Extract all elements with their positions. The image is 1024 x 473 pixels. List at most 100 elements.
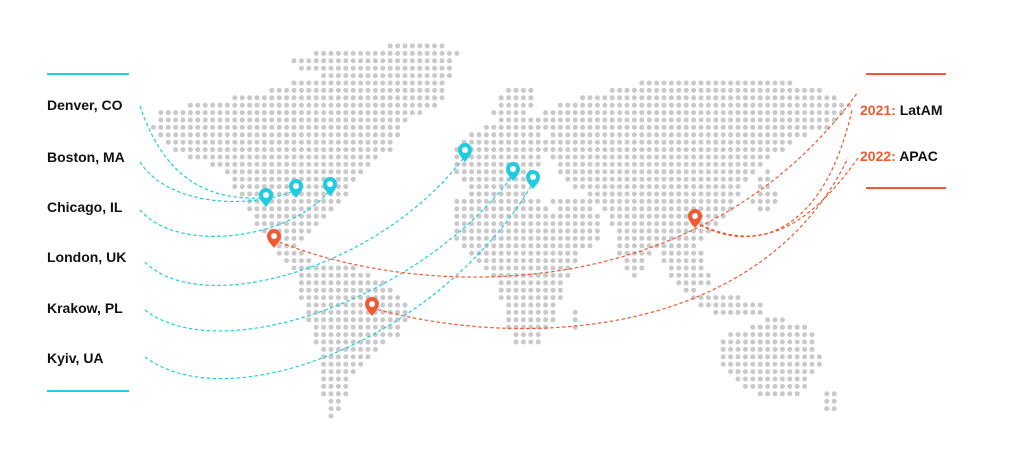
map-dot [328,361,334,367]
map-dot [328,280,334,286]
map-dot [661,117,667,123]
map-dot [335,65,341,71]
map-dot [698,161,704,167]
map-dot [602,154,608,160]
map-dot [402,87,408,93]
map-dot [372,346,378,352]
map-dot [528,124,534,130]
map-dot [691,87,697,93]
map-dot [750,324,756,330]
map-dot [787,332,793,338]
map-dot [698,176,704,182]
map-dot [358,95,364,101]
map-dot [291,132,297,138]
map-dot [520,243,526,249]
map-dot [328,147,334,153]
map-dot [491,132,497,138]
map-dot [284,221,290,227]
map-dot [269,110,275,116]
map-dot [276,169,282,175]
route-lines [139,91,859,380]
map-dot [720,198,726,204]
map-dot [565,272,571,278]
map-dot [261,184,267,190]
map-dot [335,376,341,382]
map-dot [683,169,689,175]
map-dot [335,117,341,123]
map-dot [298,124,304,130]
map-dot [476,132,482,138]
map-dot [306,258,312,264]
map-dot [520,117,526,123]
map-dot [602,191,608,197]
map-dot [779,369,785,375]
map-dot [639,132,645,138]
map-dot [691,161,697,167]
map-dot [476,191,482,197]
map-dot [787,87,793,93]
map-dot [513,213,519,219]
map-dot [587,243,593,249]
map-dot [794,95,800,101]
map-dot [187,132,193,138]
route-apac-2 [694,157,859,237]
map-dot [520,176,526,182]
map-dot [735,191,741,197]
map-dot [572,309,578,315]
map-dot [306,280,312,286]
map-dot [757,154,763,160]
map-dot [816,87,822,93]
map-dot [765,95,771,101]
map-dot [594,198,600,204]
map-dot [217,154,223,160]
map-dot [335,265,341,271]
map-dot [802,346,808,352]
map-dot [728,184,734,190]
map-dot [617,110,623,116]
map-dot [772,110,778,116]
map-dot [735,147,741,153]
map-dot [358,102,364,108]
map-dot [298,169,304,175]
map-dot [313,206,319,212]
map-dot [417,80,423,86]
map-dot [735,295,741,301]
map-dot [676,87,682,93]
map-dot [432,65,438,71]
map-dot [372,339,378,345]
map-dot [454,169,460,175]
map-dot [350,317,356,323]
map-dot [513,309,519,315]
map-dot [358,317,364,323]
map-dot [654,132,660,138]
map-dot [580,169,586,175]
map-dot [809,117,815,123]
map-dot [705,272,711,278]
map-dot [543,206,549,212]
map-dot [328,317,334,323]
map-dot [483,250,489,256]
map-dot [395,302,401,308]
map-dot [276,117,282,123]
map-dot [735,87,741,93]
map-dot [587,228,593,234]
map-dot [239,117,245,123]
map-dot [617,139,623,145]
map-dot [365,65,371,71]
map-dot [513,302,519,308]
map-dot [343,147,349,153]
map-dot [787,369,793,375]
map-dot [720,110,726,116]
map-dot [572,198,578,204]
map-dot [728,206,734,212]
map-dot [520,102,526,108]
map-dot [210,110,216,116]
map-dot [491,221,497,227]
map-dot [350,339,356,345]
map-dot [328,80,334,86]
map-dot [269,139,275,145]
map-dot [543,295,549,301]
map-dot [698,280,704,286]
map-dot [580,235,586,241]
map-dot [639,95,645,101]
